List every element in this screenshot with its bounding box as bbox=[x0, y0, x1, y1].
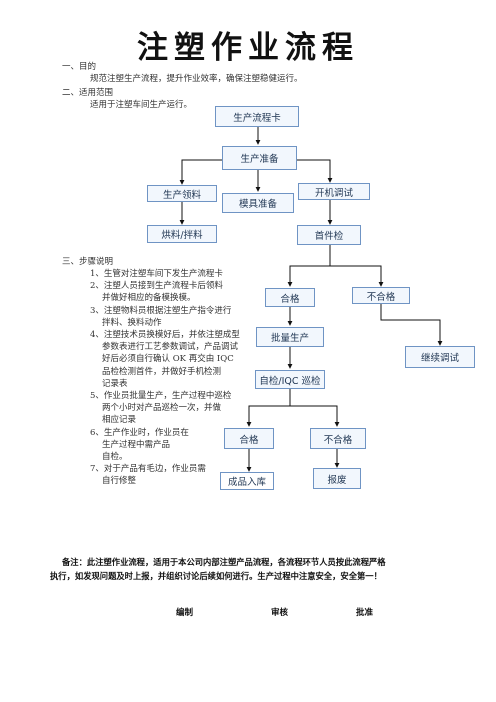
flow-production-prep: 生产准备 bbox=[222, 146, 297, 170]
flow-iqc-inspection: 自检/IQC 巡检 bbox=[255, 370, 325, 389]
flow-mass-production: 批量生产 bbox=[256, 327, 324, 347]
arrow-inspection-to-fail bbox=[290, 405, 340, 427]
step-line: 相应记录 bbox=[102, 415, 137, 426]
step-line: 1、生管对注塑车间下发生产流程卡 bbox=[90, 269, 223, 279]
flow-pass-2: 合格 bbox=[224, 428, 274, 449]
step-line: 生产过程中需产品 bbox=[102, 439, 171, 450]
remark-line: 备注：此注塑作业流程，适用于本公司内部注塑产品流程，各流程环节人员按此流程严格 bbox=[62, 557, 386, 567]
flow-scrap: 报废 bbox=[313, 468, 361, 489]
step-line: 2、注塑人员接到生产流程卡后领料 bbox=[90, 281, 223, 292]
step-line: 6、生产作业时，作业员在 bbox=[90, 427, 189, 438]
scope-heading: 二、适用范围 bbox=[62, 88, 114, 98]
steps-heading: 三、步骤说明 bbox=[62, 257, 114, 267]
step-line: 品检检测首件，并做好手机检测 bbox=[102, 366, 222, 377]
arrow-fail-to-continue bbox=[380, 304, 443, 346]
scope-text: 适用于注塑车间生产运行。 bbox=[90, 100, 193, 110]
step-line: 两个小时对产品巡检一次，并做 bbox=[102, 403, 222, 414]
flow-continue-debug: 继续调试 bbox=[405, 346, 475, 368]
signoff-reviewed: 审核 bbox=[271, 608, 289, 618]
step-line: 4、注塑技术员换模好后，并依注塑成型 bbox=[90, 330, 240, 340]
step-line: 自行修整 bbox=[102, 476, 137, 487]
page-title: 注塑作业流程 bbox=[137, 30, 359, 66]
step-line: 自检。 bbox=[102, 452, 128, 462]
step-line: 好后必须自行确认 OK 再交由 IQC bbox=[102, 354, 234, 365]
flow-production-card: 生产流程卡 bbox=[215, 106, 299, 127]
flow-startup-debug: 开机调试 bbox=[298, 183, 370, 200]
purpose-text: 规范注塑生产流程，提升作业效率，确保注塑稳健运行。 bbox=[90, 74, 303, 84]
step-line: 并做好相应的备模换模。 bbox=[102, 293, 196, 304]
arrow-first-to-fail bbox=[330, 265, 384, 287]
step-line: 参数表进行工艺参数调试，产品调试 bbox=[102, 342, 239, 353]
signoff-prepared: 编制 bbox=[176, 608, 194, 618]
purpose-heading: 一、目的 bbox=[62, 62, 97, 72]
flow-material-pick: 生产领料 bbox=[147, 185, 217, 202]
step-line: 3、注塑物料员根据注塑生产指令进行 bbox=[90, 305, 232, 316]
remark-line: 执行，如发现问题及时上报，并组织讨论后续如何进行。生产过程中注意安全，安全第一！ bbox=[50, 571, 382, 581]
flow-fail-2: 不合格 bbox=[310, 428, 366, 449]
flow-pass-1: 合格 bbox=[265, 288, 315, 307]
arrow-inspection-to-pass bbox=[246, 389, 291, 427]
arrow-first-to-pass bbox=[287, 245, 331, 287]
step-line: 7、对于产品有毛边，作业员需 bbox=[90, 464, 206, 475]
step-line: 记录表 bbox=[102, 378, 128, 389]
flow-drying-mixing: 烘料/拌料 bbox=[147, 225, 217, 243]
flow-mold-prep: 模具准备 bbox=[222, 193, 294, 213]
step-line: 5、作业员批量生产，生产过程中巡检 bbox=[90, 391, 232, 401]
remark-note: 备注：此注塑作业流程，适用于本公司内部注塑产品流程，各流程环节人员按此流程严格 … bbox=[50, 555, 432, 583]
flow-first-article: 首件检 bbox=[297, 225, 361, 245]
flow-fail-1: 不合格 bbox=[352, 287, 410, 304]
step-line: 拌料、换料动作 bbox=[102, 317, 162, 328]
signoff-approved: 批准 bbox=[356, 608, 374, 618]
flow-warehouse-in: 成品入库 bbox=[220, 472, 274, 490]
